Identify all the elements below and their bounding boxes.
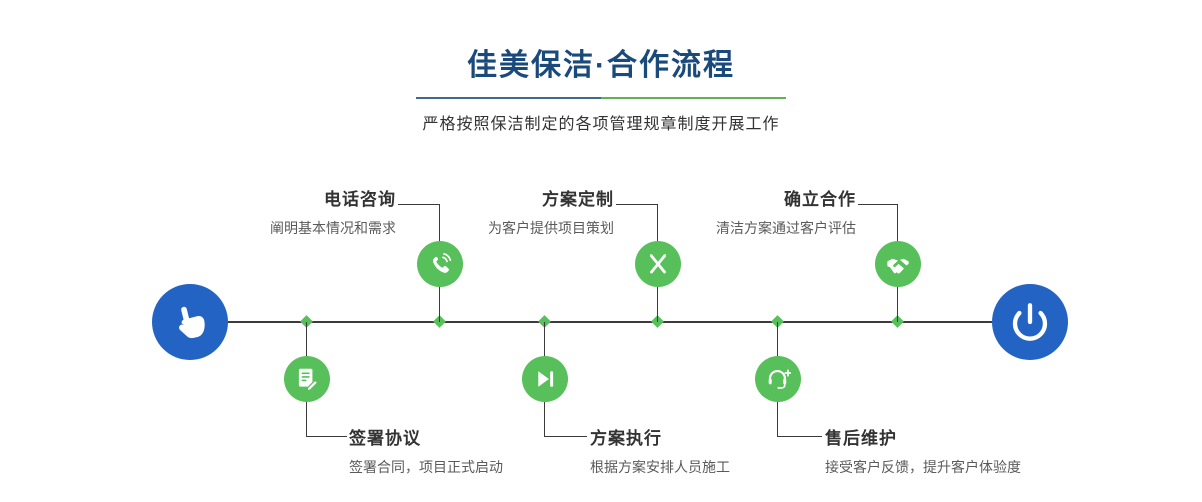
step-node-support xyxy=(755,356,801,402)
section-header: 佳美保洁·合作流程 严格按照保洁制定的各项管理规章制度开展工作 xyxy=(0,40,1202,134)
timeline-line xyxy=(228,321,992,323)
pointing-hand-icon xyxy=(179,306,205,339)
connector-line xyxy=(544,402,545,437)
step-label: 方案执行 xyxy=(590,429,662,448)
step-description: 为客户提供项目策划 xyxy=(488,220,614,236)
design-pens-icon xyxy=(649,253,667,274)
start-node xyxy=(152,284,228,360)
power-icon xyxy=(1012,303,1048,341)
step-node-contract xyxy=(284,356,330,402)
step-text-block: 签署协议 签署合同，项目正式启动 xyxy=(349,424,503,477)
step-text-block: 方案执行 根据方案安排人员施工 xyxy=(590,424,730,477)
connector-line xyxy=(439,204,440,241)
title-underline xyxy=(416,97,786,99)
page-subtitle: 严格按照保洁制定的各项管理规章制度开展工作 xyxy=(422,116,780,133)
step-text-block: 电话咨询 阐明基本情况和需求 xyxy=(176,185,396,238)
step-node-phone xyxy=(417,241,463,287)
connector-line xyxy=(777,402,778,437)
step-node-design xyxy=(635,241,681,287)
connector-line xyxy=(778,436,822,437)
contract-icon xyxy=(298,368,319,392)
connector-line xyxy=(897,204,898,241)
page-title: 佳美保洁·合作流程 xyxy=(467,49,735,82)
connector-line xyxy=(616,204,658,205)
step-label: 签署协议 xyxy=(349,429,421,448)
headset-icon xyxy=(768,369,791,390)
handshake-icon xyxy=(887,258,909,274)
connector-line xyxy=(544,322,545,356)
connector-line xyxy=(545,436,587,437)
connector-line xyxy=(657,204,658,241)
step-text-block: 售后维护 接受客户反馈，提升客户体验度 xyxy=(825,424,1021,477)
step-label: 电话咨询 xyxy=(324,190,396,209)
step-description: 根据方案安排人员施工 xyxy=(590,459,730,475)
connector-line xyxy=(897,287,898,322)
step-label: 确立合作 xyxy=(784,190,856,209)
end-node xyxy=(992,284,1068,360)
connector-line xyxy=(307,436,347,437)
connector-line xyxy=(306,322,307,356)
step-description: 签署合同，项目正式启动 xyxy=(349,459,503,475)
connector-line xyxy=(657,287,658,322)
connector-line xyxy=(858,204,898,205)
step-description: 接受客户反馈，提升客户体验度 xyxy=(825,459,1021,475)
phone-icon xyxy=(433,253,452,273)
step-node-execute xyxy=(522,356,568,402)
connector-line xyxy=(439,287,440,322)
connector-line xyxy=(398,204,440,205)
connector-line xyxy=(306,402,307,437)
step-description: 清洁方案通过客户评估 xyxy=(716,220,856,236)
step-label: 售后维护 xyxy=(825,429,897,448)
step-text-block: 确立合作 清洁方案通过客户评估 xyxy=(636,185,856,238)
play-icon xyxy=(538,371,554,387)
step-description: 阐明基本情况和需求 xyxy=(270,220,396,236)
connector-line xyxy=(777,322,778,356)
step-text-block: 方案定制 为客户提供项目策划 xyxy=(394,185,614,238)
step-label: 方案定制 xyxy=(542,190,614,209)
step-node-handshake xyxy=(875,241,921,287)
